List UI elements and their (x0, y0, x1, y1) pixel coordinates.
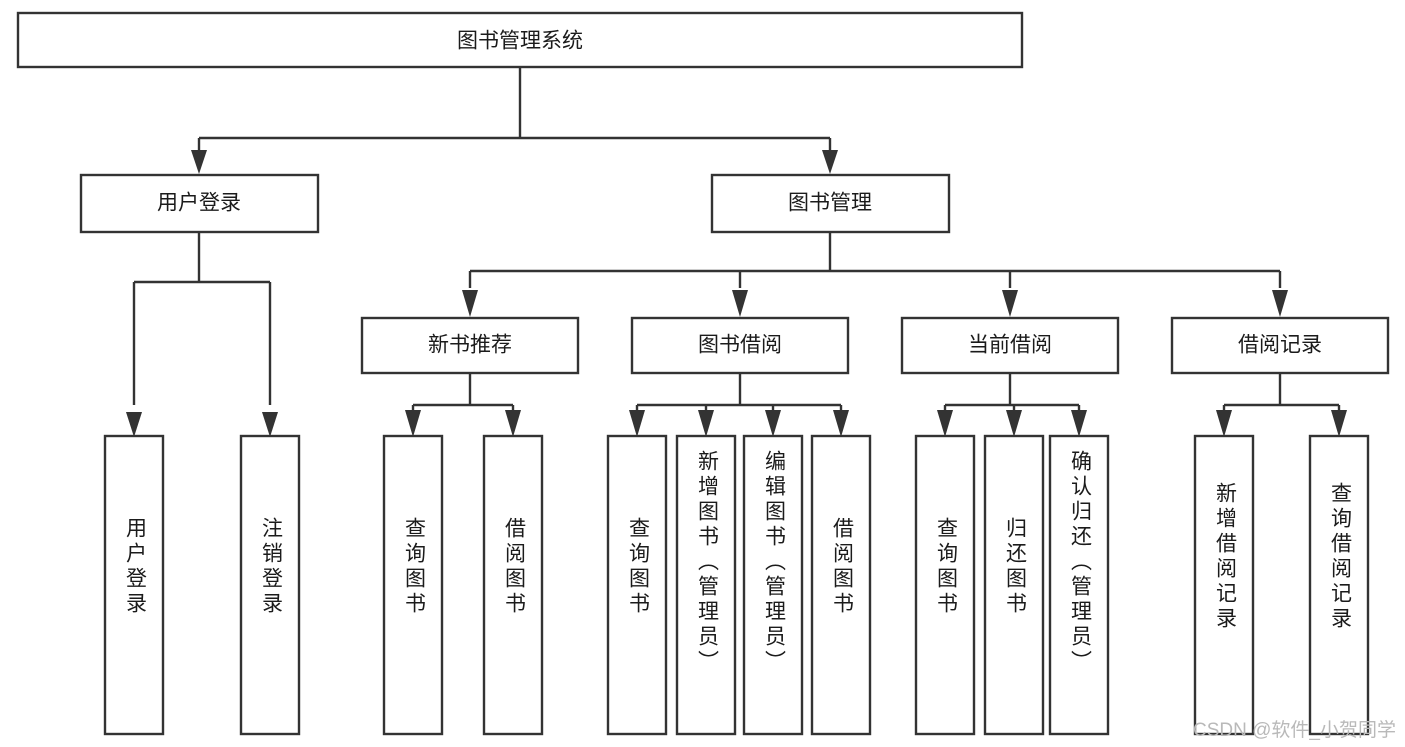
leaf-borrow-book-2-box[interactable] (810, 434, 872, 736)
leaf-query-book-1[interactable]: 查询图书 (382, 434, 444, 736)
node-book-management-box[interactable] (710, 173, 951, 234)
node-book-borrow[interactable]: 图书借阅 (630, 316, 850, 375)
node-current-borrow[interactable]: 当前借阅 (900, 316, 1120, 375)
node-book-borrow-label: 图书借阅 (698, 334, 782, 357)
node-book-management-label: 图书管理 (788, 192, 872, 215)
leaf-query-book-2-label: 查询图书 (626, 517, 650, 617)
node-new-book-recommend[interactable]: 新书推荐 (360, 316, 580, 375)
arrowhead-leaf-query-book-1 (405, 410, 421, 437)
arrowhead-leaf-add-record (1216, 410, 1232, 437)
leaf-edit-book-label: 编辑图书（管理员） (762, 450, 786, 675)
node-user-login[interactable]: 用户登录 (79, 173, 320, 234)
node-borrow-record-label: 借阅记录 (1238, 334, 1322, 357)
leaf-query-book-3[interactable]: 查询图书 (914, 434, 976, 736)
leaf-user-login-label: 用户登录 (123, 517, 147, 617)
leaf-confirm-return-box[interactable] (1048, 434, 1110, 736)
leaf-user-login[interactable]: 用户登录 (103, 434, 165, 736)
leaf-borrow-book-1[interactable]: 借阅图书 (482, 434, 544, 736)
arrowhead-book-borrow (732, 290, 748, 317)
leaf-return-book-box[interactable] (983, 434, 1045, 736)
leaf-query-record[interactable]: 查询借阅记录 (1308, 434, 1370, 736)
node-new-book-recommend-label: 新书推荐 (428, 334, 512, 357)
connector-layer (126, 67, 1347, 437)
leaf-borrow-book-1-label: 借阅图书 (502, 517, 526, 617)
leaf-return-book[interactable]: 归还图书 (983, 434, 1045, 736)
arrowhead-leaf-edit-book (765, 410, 781, 437)
leaf-confirm-return[interactable]: 确认归还（管理员） (1048, 434, 1110, 736)
leaf-borrow-book-2-label: 借阅图书 (830, 517, 854, 617)
arrowhead-leaf-add-book (698, 410, 714, 437)
node-borrow-record-box[interactable] (1170, 316, 1390, 375)
leaf-add-record[interactable]: 新增借阅记录 (1193, 434, 1255, 736)
arrowhead-leaf-user-login (126, 412, 142, 437)
arrowhead-leaf-query-record (1331, 410, 1347, 437)
node-book-borrow-box[interactable] (630, 316, 850, 375)
leaf-add-book[interactable]: 新增图书（管理员） (675, 434, 737, 736)
node-book-management[interactable]: 图书管理 (710, 173, 951, 234)
leaf-return-book-label: 归还图书 (1003, 517, 1027, 617)
arrowhead-book-management (822, 150, 838, 174)
arrowhead-borrow-record (1272, 290, 1288, 317)
arrowhead-current-borrow (1002, 290, 1018, 317)
node-user-login-label: 用户登录 (157, 192, 241, 215)
leaf-add-record-box[interactable] (1193, 434, 1255, 736)
leaf-query-book-1-label: 查询图书 (402, 517, 426, 617)
arrowhead-user-login (191, 150, 207, 174)
leaf-user-logout-label: 注销登录 (259, 517, 283, 617)
leaf-user-logout-box[interactable] (239, 434, 301, 736)
node-borrow-record[interactable]: 借阅记录 (1170, 316, 1390, 375)
node-current-borrow-label: 当前借阅 (968, 334, 1052, 357)
leaf-query-record-label: 查询借阅记录 (1328, 482, 1352, 632)
leaf-query-record-box[interactable] (1308, 434, 1370, 736)
arrowhead-leaf-query-book-2 (629, 410, 645, 437)
node-new-book-recommend-box[interactable] (360, 316, 580, 375)
csdn-watermark: CSDN @软件_小贺同学 (1193, 719, 1396, 741)
leaf-user-login-box[interactable] (103, 434, 165, 736)
leaf-add-record-label: 新增借阅记录 (1213, 482, 1237, 632)
leaf-confirm-return-label: 确认归还（管理员） (1068, 450, 1092, 675)
leaf-user-logout[interactable]: 注销登录 (239, 434, 301, 736)
leaf-query-book-3-box[interactable] (914, 434, 976, 736)
leaf-query-book-2-box[interactable] (606, 434, 668, 736)
leaf-add-book-box[interactable] (675, 434, 737, 736)
arrowhead-leaf-confirm-return (1071, 410, 1087, 437)
leaf-borrow-book-2[interactable]: 借阅图书 (810, 434, 872, 736)
node-root-label: 图书管理系统 (457, 30, 583, 53)
leaf-borrow-book-1-box[interactable] (482, 434, 544, 736)
leaf-query-book-3-label: 查询图书 (934, 517, 958, 617)
leaf-query-book-1-box[interactable] (382, 434, 444, 736)
leaf-query-book-2[interactable]: 查询图书 (606, 434, 668, 736)
node-root-box[interactable] (16, 11, 1024, 69)
node-root[interactable]: 图书管理系统 (16, 11, 1024, 69)
arrowhead-leaf-user-logout (262, 412, 278, 437)
arrowhead-leaf-query-book-3 (937, 410, 953, 437)
leaf-edit-book-box[interactable] (742, 434, 804, 736)
arrowhead-new-book-recommend (462, 290, 478, 317)
leaf-edit-book[interactable]: 编辑图书（管理员） (742, 434, 804, 736)
leaf-add-book-label: 新增图书（管理员） (695, 450, 719, 675)
arrowhead-leaf-return-book (1006, 410, 1022, 437)
node-user-login-box[interactable] (79, 173, 320, 234)
arrowhead-leaf-borrow-book-1 (505, 410, 521, 437)
arrowhead-leaf-borrow-book-2 (833, 410, 849, 437)
node-current-borrow-box[interactable] (900, 316, 1120, 375)
